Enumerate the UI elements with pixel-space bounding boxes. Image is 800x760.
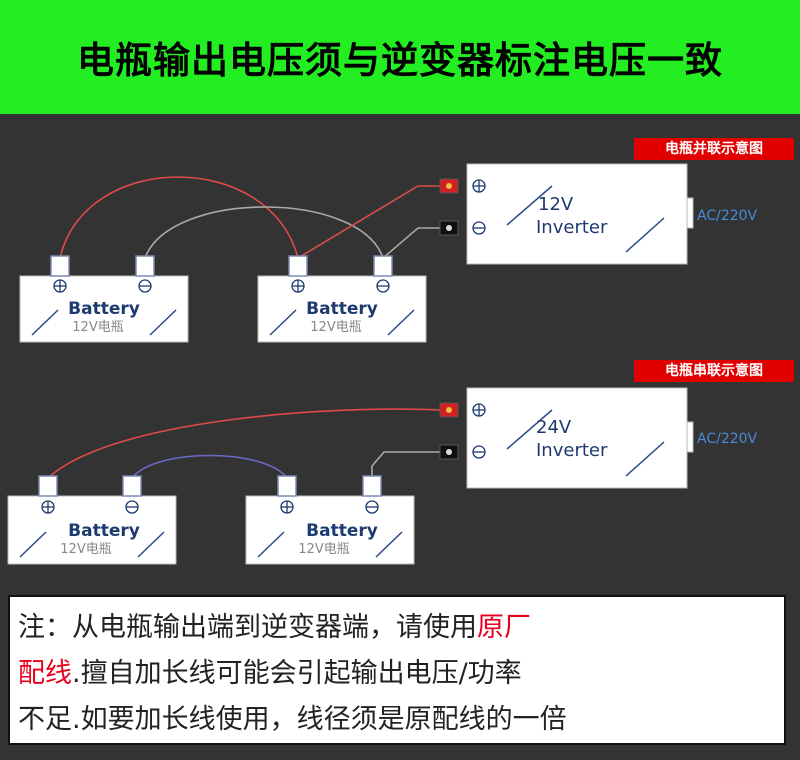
parallel-negative-jumper-wire (144, 206, 384, 259)
page-title: 电瓶输出电压须与逆变器标注电压一致 (77, 39, 723, 82)
wiring-note: 注：从电瓶输出端到逆变器端，请使用原厂 配线.擅自加长线可能会引起输出电压/功率… (8, 595, 786, 745)
battery-positive-terminal (277, 475, 297, 497)
battery-body (7, 495, 177, 565)
terminal-screw (446, 183, 452, 189)
note-line-3: 不足.如要加长线使用，线径须是原配线的一倍 (18, 704, 567, 735)
series-inverter: 24V Inverter AC/220V (439, 387, 758, 489)
note-highlight-wire: 配线 (18, 658, 72, 689)
plus-symbol-icon (472, 403, 486, 417)
note-line-2: 配线.擅自加长线可能会引起输出电压/功率 (18, 651, 784, 697)
wiring-diagram: Battery 12V电瓶 Battery 12V电瓶 (7, 163, 758, 565)
battery-sublabel: 12V电瓶 (72, 320, 123, 335)
ac-output-label: AC/220V (697, 431, 758, 447)
battery-stripe (19, 531, 47, 558)
battery-body (19, 275, 189, 343)
inverter-label: Inverter (536, 440, 608, 461)
terminal-screw (446, 225, 452, 231)
battery-label: Battery (68, 299, 140, 319)
battery-label: Battery (306, 521, 378, 541)
series-diagram: Battery 12V电瓶 Battery 12V电瓶 (7, 387, 758, 565)
parallel-battery-1: Battery 12V电瓶 (19, 255, 189, 343)
minus-symbol-icon (138, 279, 152, 293)
ac-output-label: AC/220V (697, 208, 758, 224)
inverter-stripe (506, 185, 553, 226)
plus-symbol-icon (291, 279, 305, 293)
battery-label: Battery (68, 521, 140, 541)
series-battery-1: Battery 12V电瓶 (7, 475, 177, 565)
inverter-voltage-label: 24V (536, 417, 572, 438)
inverter-body (466, 387, 688, 489)
note-line-2-text: .擅自加长线可能会引起输出电压/功率 (72, 658, 522, 689)
parallel-inverter: 12V Inverter AC/220V (439, 163, 758, 265)
battery-stripe (137, 531, 165, 558)
battery-stripe (31, 309, 59, 336)
terminal-screw (446, 449, 452, 455)
note-line-1-text: 注：从电瓶输出端到逆变器端，请使用 (18, 612, 477, 643)
parallel-diagram-tag: 电瓶并联示意图 (634, 138, 794, 160)
parallel-diagram: Battery 12V电瓶 Battery 12V电瓶 (19, 163, 758, 343)
battery-negative-terminal (373, 255, 393, 277)
series-negative-inverter-wire (371, 451, 440, 478)
inverter-voltage-label: 12V (538, 194, 574, 215)
battery-stripe (257, 531, 285, 558)
battery-negative-terminal (122, 475, 142, 497)
inverter-stripe (506, 409, 553, 450)
battery-positive-terminal (38, 475, 58, 497)
minus-symbol-icon (472, 221, 486, 235)
series-battery-2: Battery 12V电瓶 (245, 475, 415, 565)
plus-symbol-icon (280, 500, 294, 514)
note-highlight-original: 原厂 (477, 612, 531, 643)
battery-stripe (387, 309, 415, 336)
battery-stripe (149, 309, 177, 336)
inverter-stripe (625, 217, 665, 253)
minus-symbol-icon (125, 500, 139, 514)
battery-negative-terminal (135, 255, 155, 277)
inverter-stripe (625, 441, 665, 477)
battery-stripe (269, 309, 297, 336)
inverter-label: Inverter (536, 217, 608, 238)
note-line-1: 注：从电瓶输出端到逆变器端，请使用原厂 (18, 605, 784, 651)
title-banner: 电瓶输出电压须与逆变器标注电压一致 (0, 0, 800, 114)
battery-body (245, 495, 415, 565)
terminal-screw (446, 407, 452, 413)
battery-positive-terminal (50, 255, 70, 277)
inverter-output-socket (686, 421, 694, 453)
battery-sublabel: 12V电瓶 (310, 320, 361, 335)
parallel-negative-inverter-wire (382, 227, 440, 259)
plus-symbol-icon (53, 279, 67, 293)
parallel-positive-inverter-wire (297, 185, 440, 259)
inverter-output-socket (686, 197, 694, 229)
minus-symbol-icon (472, 445, 486, 459)
minus-symbol-icon (365, 500, 379, 514)
inverter-body (466, 163, 688, 265)
series-diagram-tag: 电瓶串联示意图 (634, 360, 794, 382)
battery-label: Battery (306, 299, 378, 319)
battery-stripe (375, 531, 403, 558)
series-positive-inverter-wire (47, 408, 441, 479)
battery-sublabel: 12V电瓶 (298, 542, 349, 557)
parallel-positive-jumper-wire (59, 176, 299, 259)
minus-symbol-icon (376, 279, 390, 293)
battery-positive-terminal (288, 255, 308, 277)
parallel-battery-2: Battery 12V电瓶 (257, 255, 427, 343)
plus-symbol-icon (472, 179, 486, 193)
plus-symbol-icon (41, 500, 55, 514)
battery-negative-terminal (362, 475, 382, 497)
battery-body (257, 275, 427, 343)
series-link-wire (131, 454, 288, 479)
battery-sublabel: 12V电瓶 (60, 542, 111, 557)
